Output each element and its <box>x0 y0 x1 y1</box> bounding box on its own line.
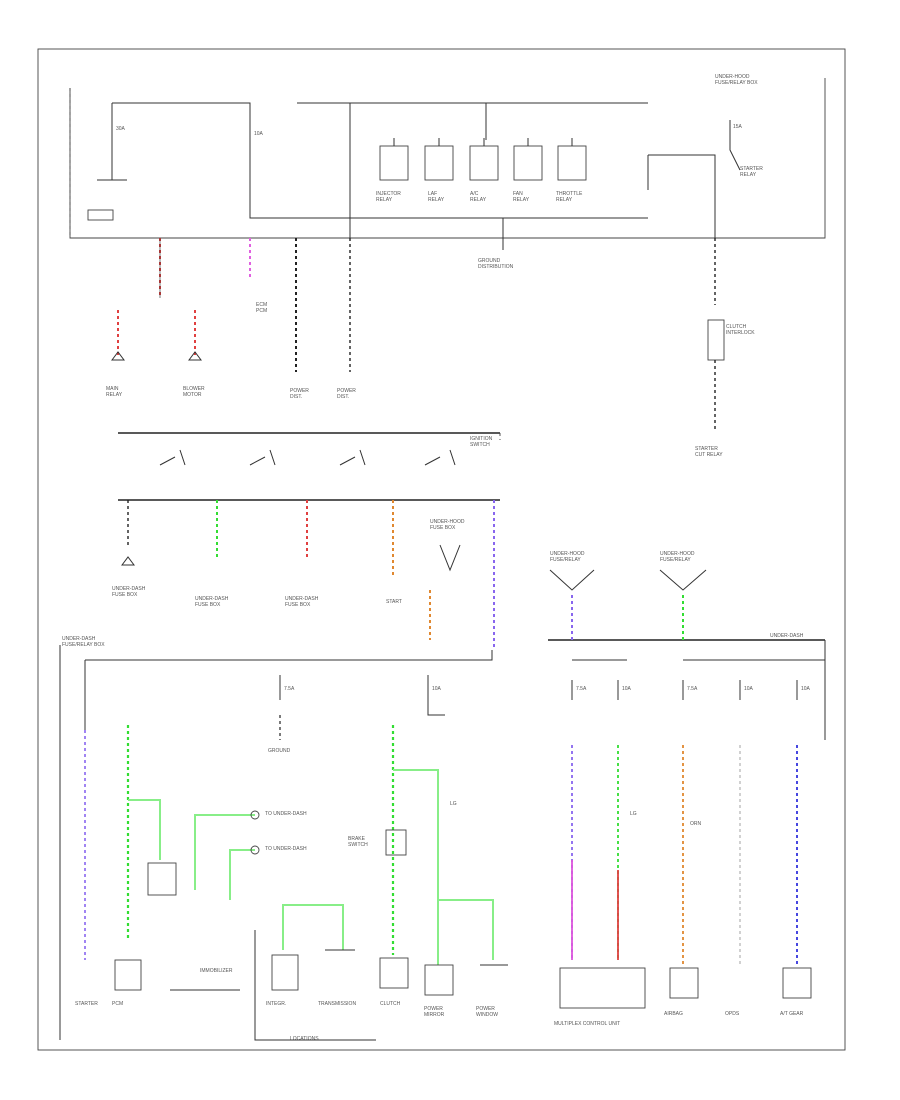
lower-left-fuse-box: 7.5A 10A UNDER-DASH FUSE/RELAY BOX GROUN… <box>59 636 493 1040</box>
svg-text:RELAY: RELAY <box>106 392 123 398</box>
svg-text:IMMOBILIZER: IMMOBILIZER <box>200 968 233 974</box>
svg-text:UNDER-HOOD: UNDER-HOOD <box>715 74 750 80</box>
svg-text:LG: LG <box>450 801 457 807</box>
svg-text:10A: 10A <box>622 686 632 692</box>
svg-text:RELAY: RELAY <box>740 172 757 178</box>
svg-text:A/T GEAR: A/T GEAR <box>780 1011 804 1017</box>
svg-text:UNDER-DASH: UNDER-DASH <box>770 633 804 639</box>
svg-text:POWER: POWER <box>337 388 356 394</box>
svg-text:INJECTOR: INJECTOR <box>376 191 401 197</box>
svg-text:FAN: FAN <box>513 191 523 197</box>
svg-text:PCM: PCM <box>112 1001 123 1007</box>
svg-text:UNDER-DASH: UNDER-DASH <box>62 636 96 642</box>
svg-text:FUSE/RELAY BOX: FUSE/RELAY BOX <box>715 80 758 86</box>
svg-text:UNDER-HOOD: UNDER-HOOD <box>550 551 585 557</box>
svg-text:STARTER: STARTER <box>695 446 718 452</box>
svg-text:RELAY: RELAY <box>513 197 530 203</box>
svg-text:RELAY: RELAY <box>428 197 445 203</box>
svg-text:MIRROR: MIRROR <box>424 1012 445 1018</box>
svg-text:FUSE BOX: FUSE BOX <box>285 602 311 608</box>
top-fuse-box: 30A 10A INJECTOR RELAY LAF RELAY A/C REL… <box>69 74 826 239</box>
svg-text:ORN: ORN <box>690 821 702 827</box>
svg-text:SWITCH: SWITCH <box>470 442 490 448</box>
svg-text:UNDER-DASH: UNDER-DASH <box>112 586 146 592</box>
svg-text:10A: 10A <box>801 686 811 692</box>
svg-text:TRANSMISSION: TRANSMISSION <box>318 1001 356 1007</box>
svg-text:THROTTLE: THROTTLE <box>556 191 583 197</box>
svg-text:15A: 15A <box>733 124 743 130</box>
svg-text:MULTIPLEX CONTROL UNIT: MULTIPLEX CONTROL UNIT <box>554 1021 620 1027</box>
svg-text:CLUTCH: CLUTCH <box>380 1001 401 1007</box>
relay-group <box>379 138 587 181</box>
svg-text:CUT RELAY: CUT RELAY <box>695 452 723 458</box>
svg-text:30A: 30A <box>116 126 126 132</box>
svg-text:FUSE BOX: FUSE BOX <box>195 602 221 608</box>
lower-right-fuse-box: UNDER-HOOD FUSE/RELAY UNDER-HOOD FUSE/RE… <box>548 551 826 740</box>
svg-text:UNDER-HOOD: UNDER-HOOD <box>660 551 695 557</box>
svg-text:WINDOW: WINDOW <box>476 1012 498 1018</box>
svg-text:FUSE BOX: FUSE BOX <box>112 592 138 598</box>
svg-text:7.5A: 7.5A <box>284 686 295 692</box>
svg-text:LAF: LAF <box>428 191 437 197</box>
svg-text:SWITCH: SWITCH <box>348 842 368 848</box>
svg-text:10A: 10A <box>254 131 264 137</box>
svg-text:TO UNDER-DASH: TO UNDER-DASH <box>265 811 307 817</box>
svg-text:FUSE/RELAY: FUSE/RELAY <box>660 557 691 563</box>
svg-text:UNDER-DASH: UNDER-DASH <box>285 596 319 602</box>
svg-text:PCM: PCM <box>256 308 267 314</box>
svg-text:7.5A: 7.5A <box>687 686 698 692</box>
svg-text:LOCATIONS: LOCATIONS <box>290 1036 319 1042</box>
ignition-switch-row: IGNITION SWITCH <box>118 432 501 501</box>
svg-text:DIST.: DIST. <box>290 394 302 400</box>
svg-text:MOTOR: MOTOR <box>183 392 202 398</box>
svg-text:STARTER: STARTER <box>75 1001 98 1007</box>
svg-text:BRAKE: BRAKE <box>348 836 366 842</box>
svg-text:DIST.: DIST. <box>337 394 349 400</box>
svg-text:INTERLOCK: INTERLOCK <box>726 330 755 336</box>
svg-text:INTEGR.: INTEGR. <box>266 1001 286 1007</box>
svg-text:GROUND: GROUND <box>268 748 291 754</box>
svg-text:ECM: ECM <box>256 302 267 308</box>
svg-text:RELAY: RELAY <box>376 197 393 203</box>
svg-text:10A: 10A <box>432 686 442 692</box>
svg-text:7.5A: 7.5A <box>576 686 587 692</box>
svg-text:POWER: POWER <box>424 1006 443 1012</box>
svg-text:START: START <box>386 599 402 605</box>
svg-text:RELAY: RELAY <box>470 197 487 203</box>
svg-text:CLUTCH: CLUTCH <box>726 324 747 330</box>
svg-text:STARTER: STARTER <box>740 166 763 172</box>
svg-text:RELAY: RELAY <box>556 197 573 203</box>
svg-text:BLOWER: BLOWER <box>183 386 205 392</box>
svg-text:IGNITION: IGNITION <box>470 436 493 442</box>
svg-text:FUSE BOX: FUSE BOX <box>430 525 456 531</box>
svg-text:A/C: A/C <box>470 191 479 197</box>
diagram-frame <box>37 48 846 1051</box>
svg-text:OPDS: OPDS <box>725 1011 740 1017</box>
svg-text:10A: 10A <box>744 686 754 692</box>
svg-text:POWER: POWER <box>290 388 309 394</box>
svg-text:UNDER-DASH: UNDER-DASH <box>195 596 229 602</box>
svg-text:UNDER-HOOD: UNDER-HOOD <box>430 519 465 525</box>
svg-text:DISTRIBUTION: DISTRIBUTION <box>478 264 514 270</box>
svg-text:POWER: POWER <box>476 1006 495 1012</box>
svg-text:MAIN: MAIN <box>106 386 119 392</box>
svg-text:GROUND: GROUND <box>478 258 501 264</box>
svg-text:TO UNDER-DASH: TO UNDER-DASH <box>265 846 307 852</box>
svg-text:AIRBAG: AIRBAG <box>664 1011 683 1017</box>
svg-text:FUSE/RELAY BOX: FUSE/RELAY BOX <box>62 642 105 648</box>
svg-text:LG: LG <box>630 811 637 817</box>
svg-text:FUSE/RELAY: FUSE/RELAY <box>550 557 581 563</box>
